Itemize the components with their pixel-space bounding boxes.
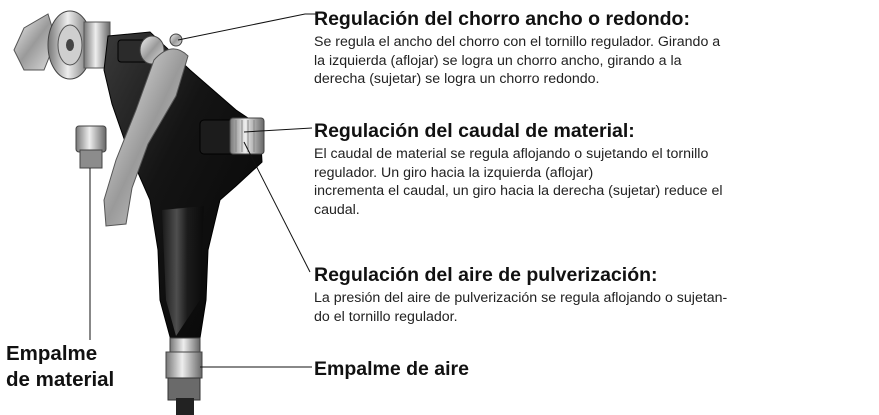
- trigger: [103, 48, 189, 227]
- callout-fan-regulation: Regulación del chorro ancho o redondo: S…: [314, 8, 720, 89]
- callout-air-connection: Empalme de aire: [314, 358, 469, 380]
- air-fitting: [165, 337, 203, 415]
- callout-title: Regulación del caudal de material:: [314, 120, 635, 142]
- callout-atomizing-air: Regulación del aire de pulverización: La…: [314, 264, 727, 326]
- callout-title: Regulación del aire de pulverización:: [314, 264, 658, 286]
- fluid-control-knob: [199, 117, 265, 155]
- spray-gun-illustration: [0, 0, 320, 415]
- material-connection-label: Empalme de material: [6, 342, 115, 391]
- callout-text: Se regula el ancho del chorro con el tor…: [314, 34, 721, 87]
- callout-text: La presión del aire de pulverización se …: [314, 290, 728, 325]
- callout-title: Empalme de aire: [314, 358, 469, 380]
- callout-material-flow: Regulación del caudal de material: El ca…: [314, 120, 723, 219]
- callout-title: Regulación del chorro ancho o redondo:: [314, 8, 690, 30]
- material-fitting: [75, 125, 107, 169]
- callout-text: El caudal de material se regula aflojand…: [314, 146, 723, 218]
